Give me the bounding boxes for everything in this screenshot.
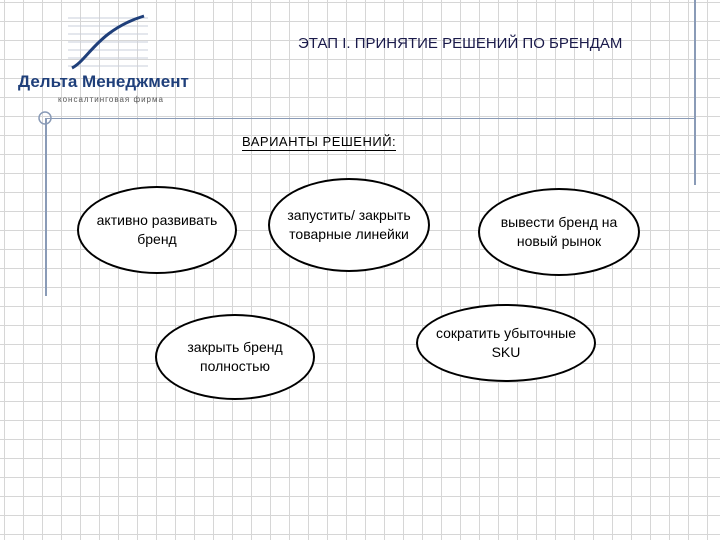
option-close-brand: закрыть бренд полностью <box>155 314 315 400</box>
option-launch-close-lines: запустить/ закрыть товарные линейки <box>268 178 430 272</box>
option-cut-unprofitable-sku: сократить убыточные SKU <box>416 304 596 382</box>
option-new-market: вывести бренд на новый рынок <box>478 188 640 276</box>
diagram-subtitle: ВАРИАНТЫ РЕШЕНИЙ: <box>242 134 397 151</box>
crosshair-icon <box>38 111 52 125</box>
company-logo: Дельта Менеджмент консалтинговая фирма <box>18 10 189 104</box>
frame-line-right <box>694 0 696 185</box>
brand-subtitle: консалтинговая фирма <box>58 95 164 104</box>
brand-name: Дельта Менеджмент <box>18 72 189 91</box>
option-label: активно развивать бренд <box>96 212 218 247</box>
page-title: ЭТАП I. ПРИНЯТИЕ РЕШЕНИЙ ПО БРЕНДАМ <box>298 35 623 52</box>
option-label: запустить/ закрыть товарные линейки <box>287 207 411 242</box>
logo-curve-icon <box>68 14 148 70</box>
option-label: вывести бренд на новый рынок <box>500 214 618 249</box>
option-develop-brand: активно развивать бренд <box>77 186 237 274</box>
option-label: сократить убыточные SKU <box>435 325 576 360</box>
frame-line-top <box>45 118 695 119</box>
frame-line-left <box>45 118 47 296</box>
option-label: закрыть бренд полностью <box>187 339 283 374</box>
